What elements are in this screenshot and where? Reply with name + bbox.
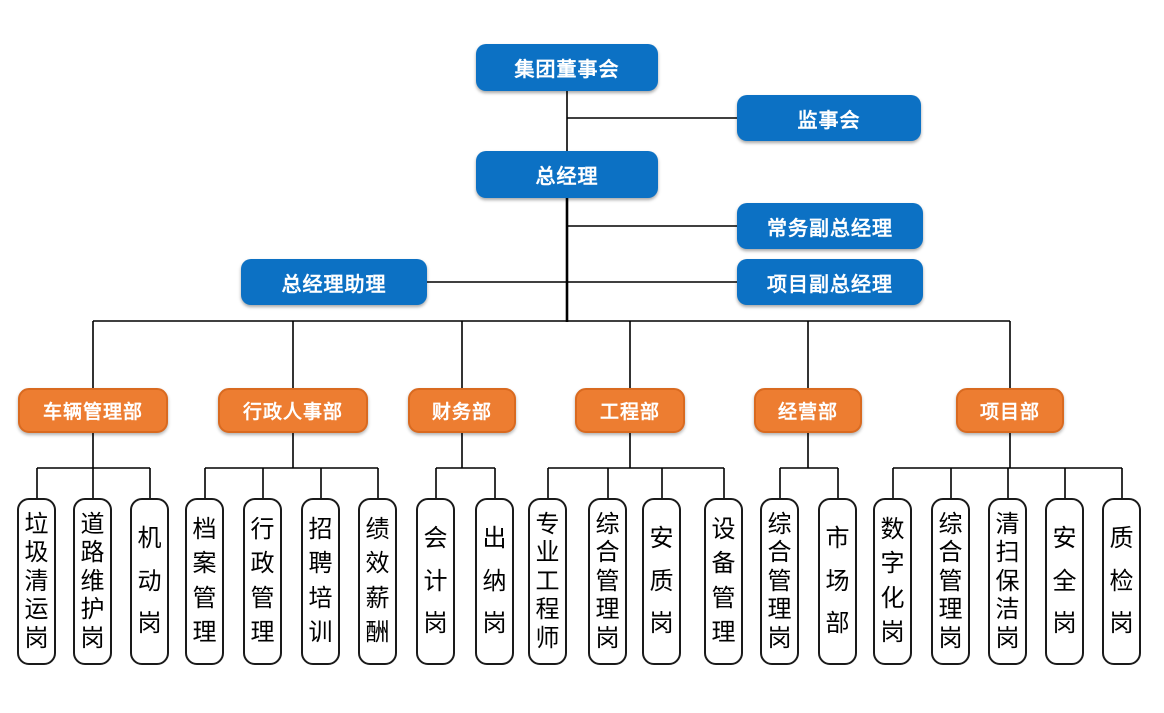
position-admin-management: 行政管理	[243, 498, 282, 665]
node-executive-deputy-gm: 常务副总经理	[737, 203, 923, 249]
position-equipment-management: 设备管理	[704, 498, 743, 665]
node-gm-assistant: 总经理助理	[241, 259, 427, 305]
position-road-maintenance: 道路维护岗	[73, 498, 112, 665]
position-safety-quality: 安质岗	[642, 498, 681, 665]
dept-admin-hr: 行政人事部	[218, 388, 368, 433]
position-performance-payroll: 绩效薪酬	[358, 498, 397, 665]
position-cleaning: 清扫保洁岗	[988, 498, 1027, 665]
node-supervisory-board: 监事会	[737, 95, 921, 141]
position-safety: 安全岗	[1045, 498, 1084, 665]
position-cashier: 出纳岗	[475, 498, 514, 665]
position-marketing: 市场部	[818, 498, 857, 665]
position-digitalization: 数字化岗	[873, 498, 912, 665]
dept-finance: 财务部	[408, 388, 516, 433]
position-garbage-removal: 垃圾清运岗	[17, 498, 56, 665]
position-general-management-ops: 综合管理岗	[760, 498, 799, 665]
position-recruitment-training: 招聘培训	[301, 498, 340, 665]
position-general-management-proj: 综合管理岗	[931, 498, 970, 665]
position-accounting: 会计岗	[416, 498, 455, 665]
position-general-management-eng: 综合管理岗	[588, 498, 627, 665]
dept-project: 项目部	[956, 388, 1064, 433]
node-general-manager: 总经理	[476, 151, 658, 198]
node-group-board: 集团董事会	[476, 44, 658, 91]
dept-engineering: 工程部	[575, 388, 685, 433]
position-professional-engineer: 专业工程师	[528, 498, 567, 665]
dept-vehicle-management: 车辆管理部	[18, 388, 168, 433]
node-project-deputy-gm: 项目副总经理	[737, 259, 923, 305]
dept-operations: 经营部	[754, 388, 862, 433]
position-mobile-post: 机动岗	[130, 498, 169, 665]
position-quality-inspection: 质检岗	[1102, 498, 1141, 665]
position-archives-management: 档案管理	[185, 498, 224, 665]
